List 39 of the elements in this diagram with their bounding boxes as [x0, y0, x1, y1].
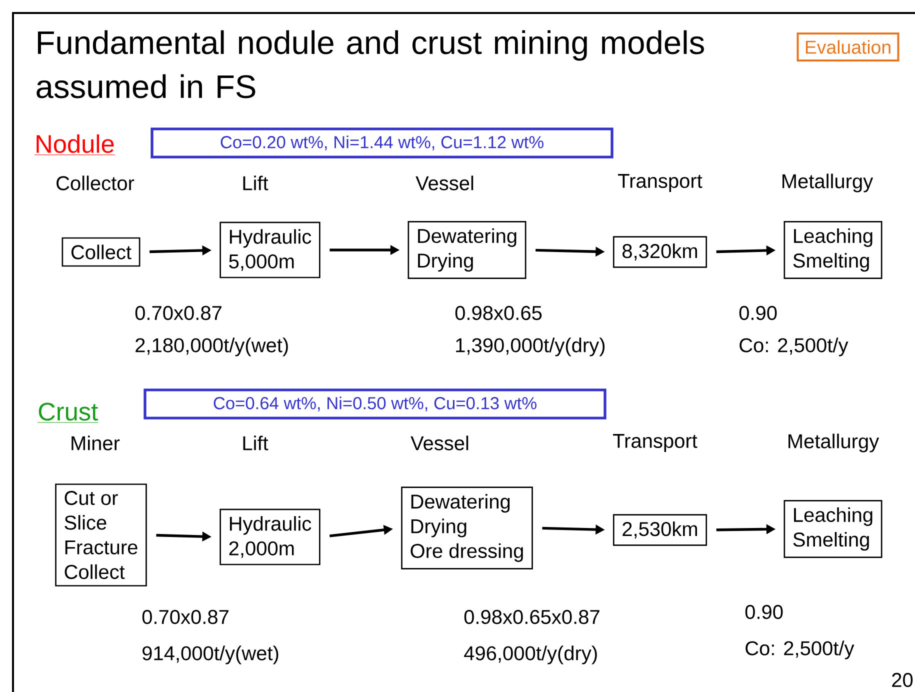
yield-note: 0.70x0.87 [142, 610, 228, 624]
process-box: Collect [62, 237, 140, 267]
process-box: 2,530km [612, 514, 708, 546]
yield-note: 0.70x0.87 [135, 306, 222, 320]
yield-note: 0.90 [745, 604, 783, 620]
yield-note: 496,000t/y(dry) [464, 646, 597, 664]
process-box: Leaching Smelting [784, 500, 882, 558]
column-heading: Lift [243, 176, 268, 190]
grade-box: Co=0.20 wt%, Ni=1.44 wt%, Cu=1.12 wt% [150, 128, 614, 158]
grade-box: Co=0.64 wt%, Ni=0.50 wt%, Cu=0.13 wt% [144, 388, 606, 420]
column-heading: Vessel [410, 436, 468, 450]
process-box: Dewatering Drying [408, 221, 526, 279]
process-box: Hydraulic 2,000m [220, 508, 320, 566]
yield-note: 0.98x0.65x0.87 [464, 610, 600, 624]
evaluation-box: Evaluation [796, 32, 900, 62]
process-box: Dewatering Drying Ore dressing [401, 486, 533, 570]
yield-note: 1,390,000t/y(dry) [456, 338, 605, 356]
column-heading: Collector [56, 176, 134, 190]
section-heading: Crust [37, 402, 98, 423]
yield-note: 914,000t/y(wet) [142, 646, 278, 664]
column-heading: Transport [618, 174, 702, 192]
slide-title: Fundamental nodule and crust mining models assumed in FS [36, 30, 704, 98]
yield-note: Co: 2,500t/y [746, 640, 854, 660]
yield-note: 0.98x0.65 [455, 306, 542, 320]
process-box: Hydraulic 5,000m [220, 222, 320, 278]
column-heading: Metallurgy [788, 434, 880, 452]
section-heading: Nodule [34, 134, 116, 156]
column-heading: Transport [613, 434, 698, 452]
column-heading: Metallurgy [782, 174, 874, 192]
process-box: Leaching Smelting [784, 221, 882, 279]
column-heading: Vessel [416, 176, 474, 190]
column-heading: Lift [243, 436, 268, 450]
yield-note: Co: 2,500t/y [740, 338, 848, 356]
process-box: Cut or Slice Fracture Collect [55, 484, 147, 586]
page-number: 20 [892, 672, 913, 688]
yield-note: 0.90 [739, 306, 777, 320]
process-box: 8,320km [612, 236, 708, 268]
column-heading: Miner [72, 436, 120, 450]
yield-note: 2,180,000t/y(wet) [136, 338, 288, 356]
